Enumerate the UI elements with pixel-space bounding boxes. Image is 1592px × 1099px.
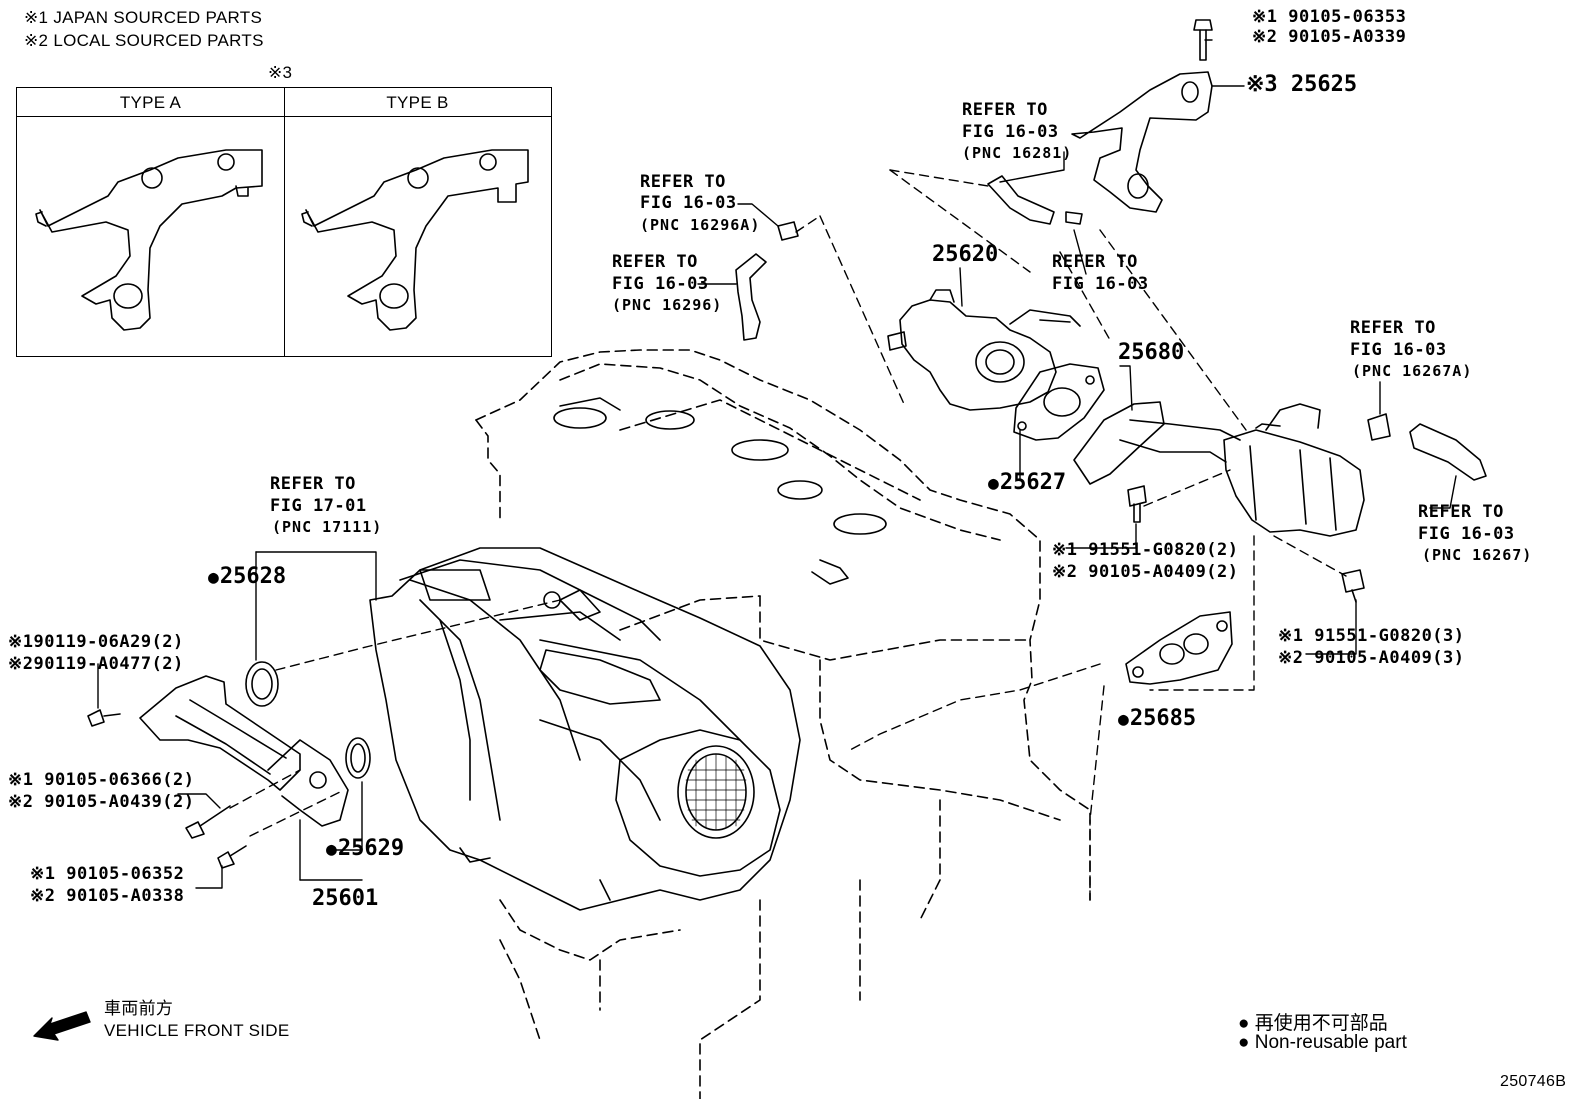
pn-bolt-top-2: ※2 90105-A0339	[1252, 27, 1407, 47]
vehicle-front-en: VEHICLE FRONT SIDE	[104, 1021, 290, 1040]
ref-17111-pnc: (PNC 17111)	[272, 518, 383, 536]
note-japan-sourced: ※1 JAPAN SOURCED PARTS	[24, 8, 263, 27]
engine-cam-openings	[553, 397, 887, 585]
nonreuse-label-en: Non-reusable part	[1254, 1032, 1407, 1053]
pn-pipe-bolt-1: ※1 91551-G0820(3)	[1278, 626, 1465, 646]
ref-egr-l1: REFER TO	[1052, 252, 1138, 272]
ref-16296-l2: FIG 16-03	[612, 274, 709, 294]
left-bolts	[87, 709, 247, 869]
top-bolt	[1193, 19, 1213, 61]
bracket-type-a	[35, 149, 263, 331]
sensor-gasket-25629	[345, 737, 371, 779]
egr-pipe	[1073, 401, 1241, 485]
ref-16281-pnc: (PNC 16281)	[962, 144, 1073, 162]
figure-code: 250746B	[1500, 1073, 1567, 1090]
throttle-mesh	[685, 753, 747, 831]
pn-pipe-bolt-2: ※2 90105-A0409(3)	[1278, 648, 1465, 668]
ref-16267a-l2: FIG 16-03	[1350, 340, 1447, 360]
egr-gasket	[1013, 363, 1105, 441]
egr-valve	[887, 289, 1081, 411]
legend-nonreuse-en: ● Non-reusable part	[1238, 1032, 1407, 1054]
ref-16267-l1: REFER TO	[1418, 502, 1504, 522]
ref-16281-l2: FIG 16-03	[962, 122, 1059, 142]
type-divider	[284, 88, 285, 356]
ref-16267a-pnc: (PNC 16267A)	[1352, 362, 1473, 380]
type-a-header: TYPE A	[17, 88, 284, 117]
hose-16296	[735, 221, 799, 341]
ref-16281-l1: REFER TO	[962, 100, 1048, 120]
pipe-gasket	[1125, 611, 1233, 685]
ref-16296-l1: REFER TO	[612, 252, 698, 272]
part-25627: 25627	[988, 472, 1066, 494]
part-25628: 25628	[208, 566, 286, 588]
part-25601: 25601	[312, 886, 379, 911]
part-25629: 25629	[326, 838, 404, 860]
ref-17111-l1: REFER TO	[270, 474, 356, 494]
pn-lower-bolt-2: ※2 90105-A0338	[30, 886, 185, 906]
pn-sensor-bolt-1: ※1 90105-06366(2)	[8, 770, 195, 790]
ring-gasket-25628	[245, 661, 279, 707]
ref-16267-l2: FIG 16-03	[1418, 524, 1515, 544]
pn-sensor-bolt-2: ※2 90105-A0439(2)	[8, 792, 195, 812]
note-local-sourced: ※2 LOCAL SOURCED PARTS	[24, 31, 264, 50]
ref-egr-l2: FIG 16-03	[1052, 274, 1149, 294]
pipe-bolt	[1341, 569, 1365, 603]
ref-16267-pnc: (PNC 16267)	[1422, 546, 1533, 564]
pn-bolt-top-1: ※1 90105-06353	[1252, 7, 1407, 27]
part-25680: 25680	[1118, 340, 1185, 365]
egr-bolt	[1127, 485, 1147, 523]
nonreuse-dot-icon: ●	[1238, 1013, 1250, 1034]
ref-16296-pnc: (PNC 16296)	[612, 296, 723, 314]
hose-16267	[1367, 413, 1487, 481]
part-25685: 25685	[1118, 708, 1196, 730]
ref-16267a-l1: REFER TO	[1350, 318, 1436, 338]
dashed-connection-lines	[229, 169, 1347, 901]
intake-manifold	[369, 547, 801, 911]
pn-egr-bolt-2: ※2 90105-A0409(2)	[1052, 562, 1239, 582]
pn-left-bolt-2: ※290119-A0477(2)	[8, 654, 184, 674]
ref-16296a-l1: REFER TO	[640, 172, 726, 192]
vehicle-front-jp: 車両前方	[104, 999, 174, 1018]
type-b-header: TYPE B	[284, 88, 551, 117]
pn-egr-bolt-1: ※1 91551-G0820(2)	[1052, 540, 1239, 560]
ref-16296a-l2: FIG 16-03	[640, 193, 737, 213]
type-variants-table: TYPE A TYPE B	[16, 87, 552, 357]
type-marker: ※3	[268, 63, 293, 82]
part-25625: ※3 25625	[1246, 72, 1358, 97]
nonreuse-label-jp: 再使用不可部品	[1254, 1013, 1388, 1034]
pn-left-bolt-1: ※190119-06A29(2)	[8, 632, 184, 652]
ref-16296a-pnc: (PNC 16296A)	[640, 216, 761, 234]
engine-block-outline	[475, 349, 1091, 1099]
vehicle-front-arrow	[33, 1011, 91, 1041]
ref-17111-l2: FIG 17-01	[270, 496, 367, 516]
hose-16281	[987, 175, 1083, 225]
mount-bracket	[1071, 71, 1213, 213]
legend-nonreuse-jp: ● 再使用不可部品	[1238, 1008, 1388, 1035]
leader-lines	[97, 39, 1457, 889]
nonreuse-dot-icon-2: ●	[1238, 1032, 1250, 1053]
bracket-type-b	[301, 149, 529, 331]
pn-lower-bolt-1: ※1 90105-06352	[30, 864, 185, 884]
egr-cooler	[1223, 403, 1365, 537]
part-25620: 25620	[932, 242, 999, 267]
